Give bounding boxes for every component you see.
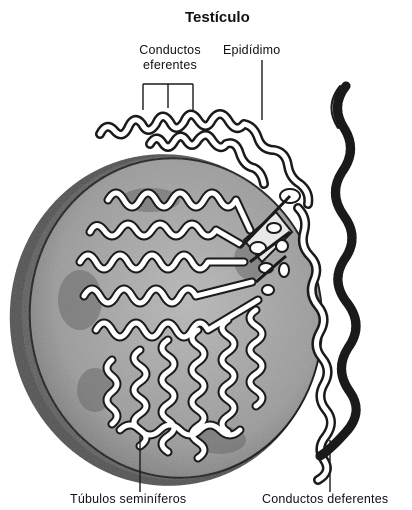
label-vas-deferens: Conductos deferentes (262, 493, 388, 506)
label-efferent-ducts-line2: eferentes (134, 59, 206, 72)
label-efferent-ducts: Conductos eferentes (134, 44, 206, 71)
label-seminiferous-tubules: Túbulos seminíferos (70, 493, 186, 506)
label-efferent-ducts-line1: Conductos (134, 44, 206, 57)
leader-efferent-ducts (143, 84, 193, 110)
label-epididymis: Epidídimo (223, 44, 280, 57)
diagram-title: Testículo (185, 10, 250, 25)
